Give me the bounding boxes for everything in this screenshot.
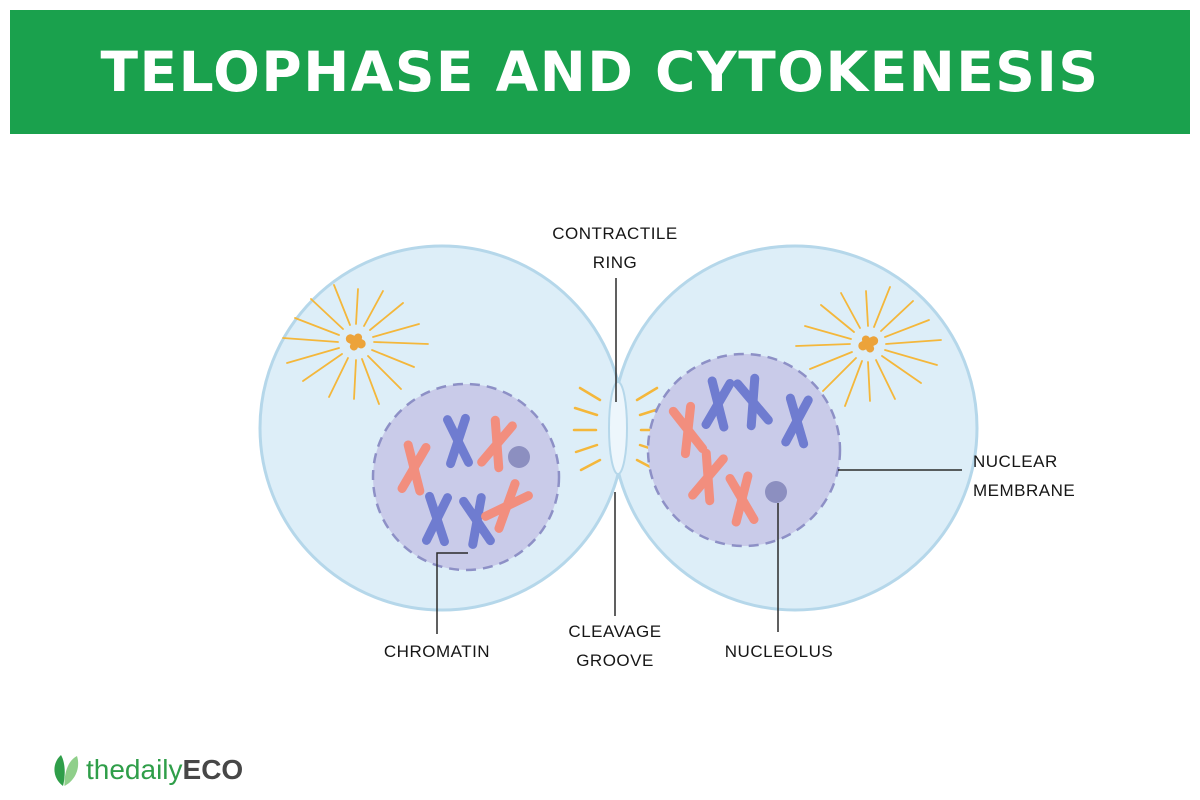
page-title: TELOPHASE AND CYTOKENESIS	[100, 40, 1100, 104]
chromatin-pointer	[436, 552, 468, 634]
label-contractile-ring: CONTRACTILE RING	[552, 224, 678, 272]
right-nucleus	[646, 352, 842, 548]
contractile-ring-shape	[608, 381, 628, 475]
label-cleavage-groove: CLEAVAGE GROOVE	[568, 622, 662, 670]
logo-text: thedailyECO	[86, 754, 243, 786]
site-logo: thedailyECO	[50, 752, 243, 788]
leaf-icon	[54, 755, 79, 786]
label-nucleolus: NUCLEOLUS	[724, 642, 834, 661]
label-chromatin: CHROMATIN	[383, 642, 491, 661]
header-banner: TELOPHASE AND CYTOKENESIS	[10, 10, 1190, 134]
right-nucleolus	[765, 481, 787, 503]
left-nucleolus	[508, 446, 530, 468]
logo-prefix: thedaily	[86, 754, 183, 785]
label-nuclear-membrane: NUCLEAR MEMBRANE	[973, 452, 1076, 500]
logo-suffix: ECO	[182, 754, 244, 785]
left-nucleus	[371, 382, 561, 572]
label-pointer-lines	[436, 278, 962, 634]
